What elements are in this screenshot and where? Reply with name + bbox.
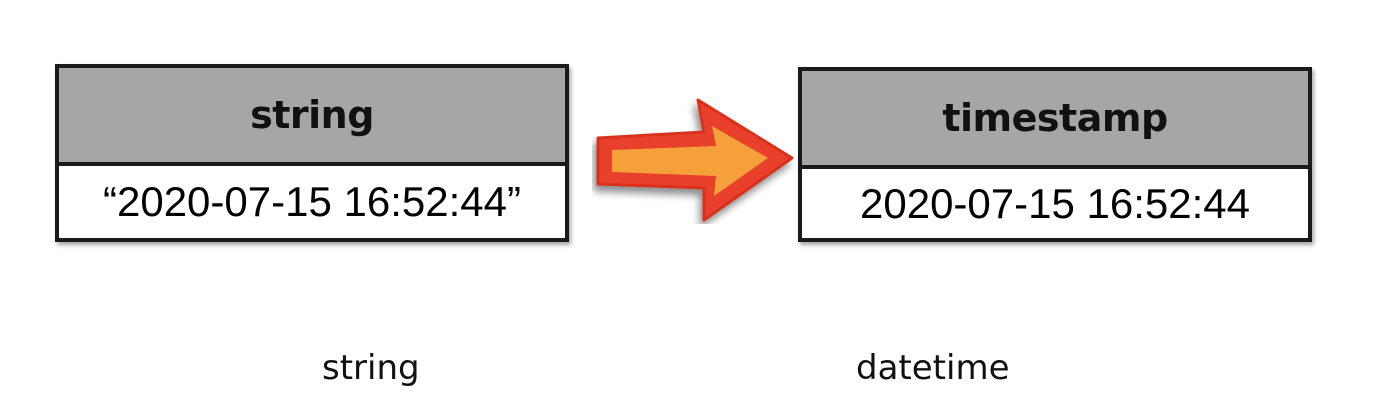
source-caption: string [322,348,420,388]
target-table: timestamp 2020-07-15 16:52:44 [798,67,1312,242]
source-table-value: “2020-07-15 16:52:44” [103,178,521,225]
source-table: string “2020-07-15 16:52:44” [55,64,569,242]
target-caption: datetime [856,348,1010,388]
right-arrow-icon [596,98,794,222]
target-table-header: timestamp [802,71,1308,169]
target-table-value: 2020-07-15 16:52:44 [860,179,1250,227]
source-table-header: string [59,68,565,166]
